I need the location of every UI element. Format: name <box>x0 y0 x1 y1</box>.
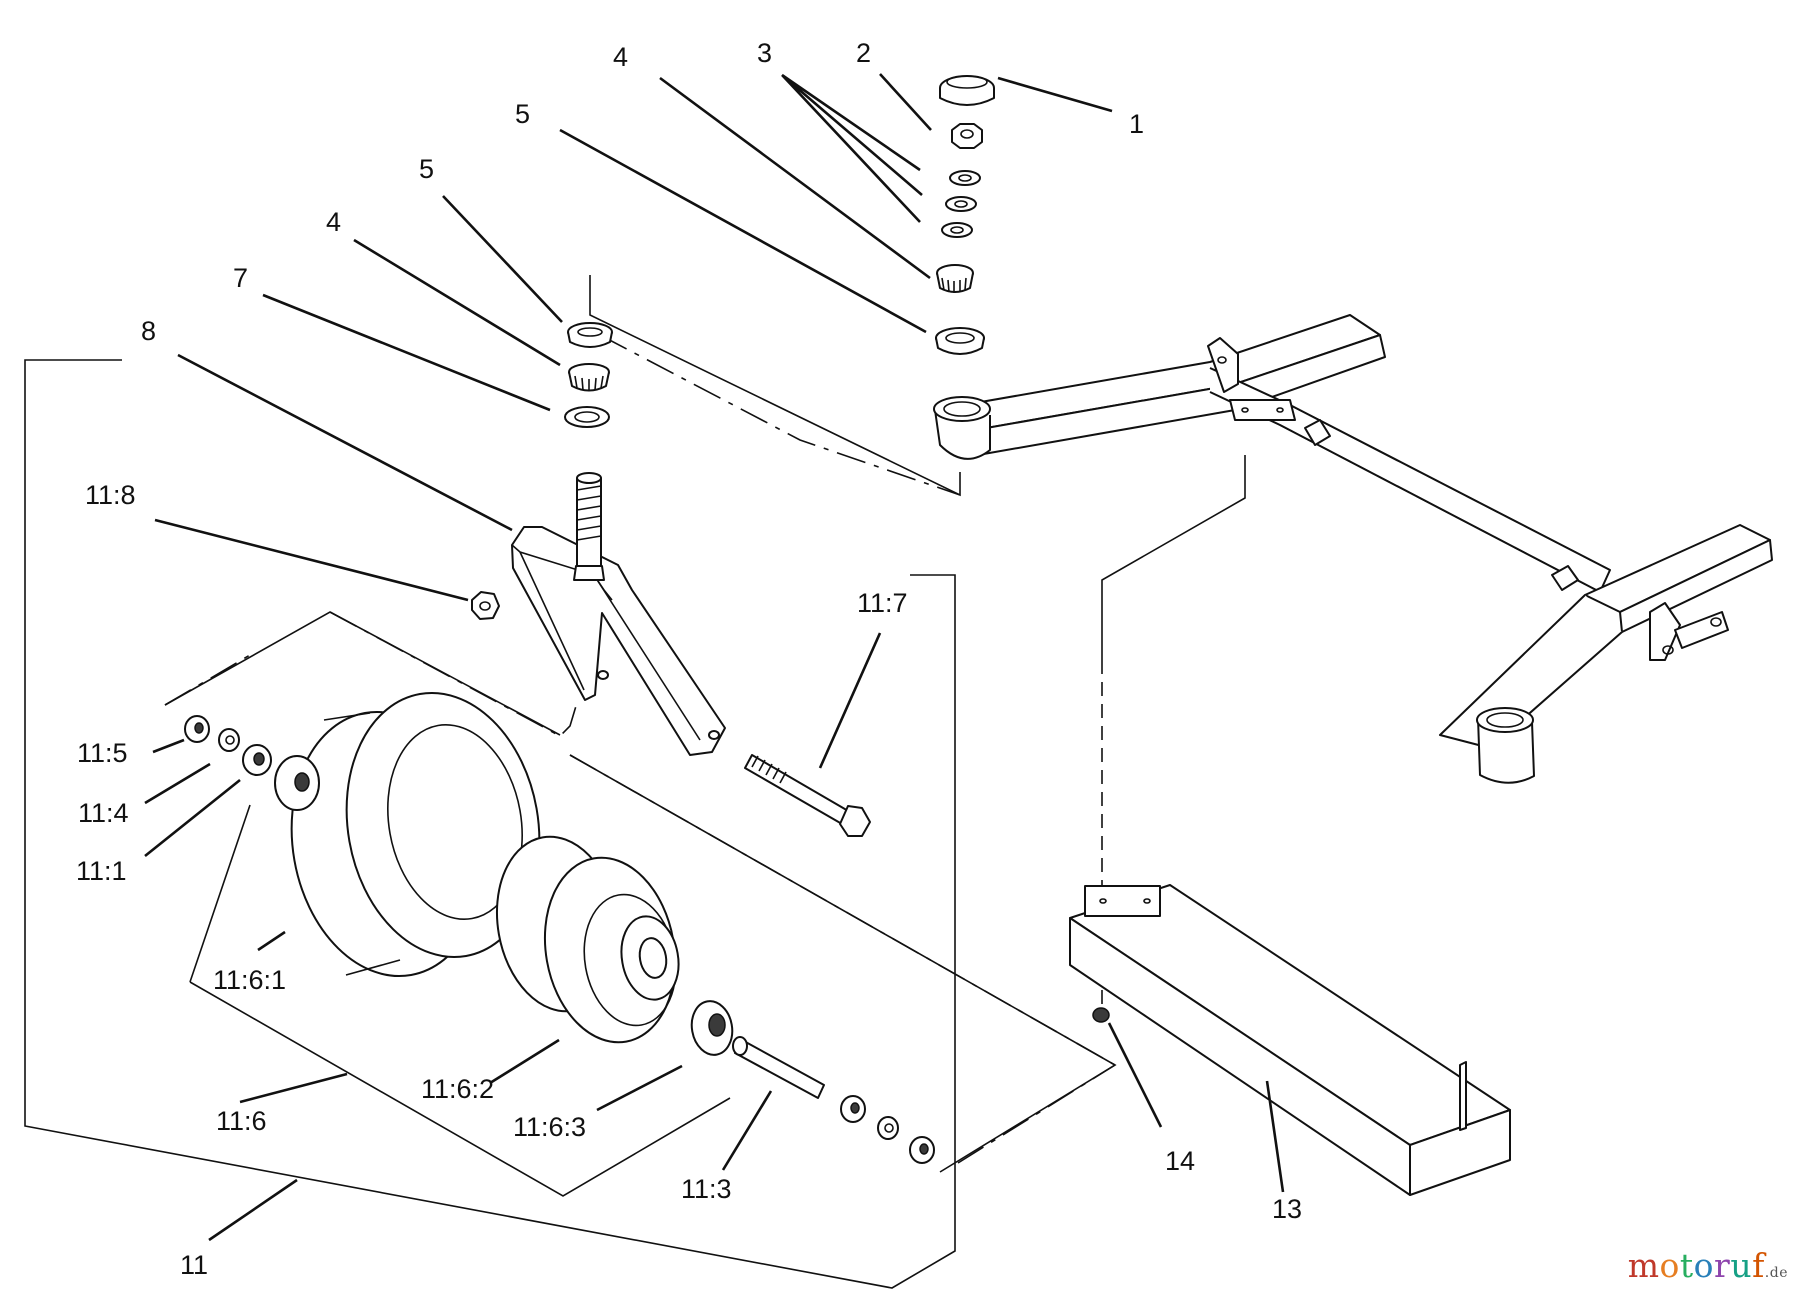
watermark-letter: u <box>1730 1246 1753 1285</box>
label-11-4: 11:4 <box>78 798 129 828</box>
part-11-left-hardware <box>184 715 320 811</box>
watermark-letter: o <box>1659 1246 1680 1285</box>
part-1-dust-cap <box>939 75 995 106</box>
label-1: 1 <box>1129 109 1144 139</box>
part-11-3-axle-spacer <box>732 1036 825 1099</box>
watermark-logo: motoruf.de <box>1628 1246 1788 1285</box>
label-11-3: 11:3 <box>681 1174 732 1204</box>
watermark-letter: f <box>1752 1246 1765 1285</box>
label-4-upper: 4 <box>613 42 628 72</box>
label-3: 3 <box>757 38 772 68</box>
part-8-caster-fork <box>511 472 726 756</box>
label-11-7: 11:7 <box>857 588 908 618</box>
label-2: 2 <box>856 38 871 68</box>
label-4-lower: 4 <box>326 207 341 237</box>
label-5-lower: 5 <box>419 154 434 184</box>
part-11-right-hardware <box>840 1095 935 1164</box>
part-3-washers <box>941 170 981 238</box>
part-11-7-bolt <box>744 754 871 837</box>
callout-labels: 1 2 3 4 5 5 4 7 8 11:8 11:7 11:5 11:4 11… <box>76 38 1302 1280</box>
label-11-6-1: 11:6:1 <box>213 965 286 995</box>
part-4-bearing-lower <box>568 363 610 392</box>
part-11-8-locknut <box>471 591 500 620</box>
assembly-boundary-lines <box>24 275 1246 1289</box>
part-11-hub <box>620 915 680 1001</box>
part-5-bearing-cup-lower <box>567 322 613 348</box>
label-11-1: 11:1 <box>76 856 127 886</box>
leader-lines <box>144 73 1285 1242</box>
label-11-6-3: 11:6:3 <box>513 1112 586 1142</box>
label-11-8: 11:8 <box>85 480 136 510</box>
watermark-letter: o <box>1693 1246 1715 1285</box>
label-14: 14 <box>1165 1146 1195 1176</box>
part-14-plug <box>1092 1007 1110 1023</box>
label-5-upper: 5 <box>515 99 530 129</box>
label-11-6-2: 11:6:2 <box>421 1074 494 1104</box>
label-11-5: 11:5 <box>77 738 128 768</box>
part-2-nut <box>951 123 983 149</box>
part-4-bearing-upper <box>936 264 974 293</box>
watermark-suffix: .de <box>1764 1265 1788 1281</box>
part-11-6-1-tire <box>290 691 541 978</box>
watermark-letter: m <box>1627 1246 1660 1285</box>
caster-frame <box>933 314 1773 784</box>
label-7: 7 <box>233 263 248 293</box>
part-5-bearing-cup-upper <box>935 327 985 355</box>
label-11-6: 11:6 <box>216 1106 267 1136</box>
label-11: 11 <box>180 1250 208 1280</box>
part-11-6-3-spacer-bearing <box>690 1000 734 1056</box>
part-13-weight-bar <box>1069 884 1511 1196</box>
label-8: 8 <box>141 316 156 346</box>
part-7-seal <box>564 406 610 428</box>
label-13: 13 <box>1272 1194 1302 1224</box>
watermark-letter: r <box>1714 1246 1731 1285</box>
watermark-letter: t <box>1679 1246 1694 1285</box>
